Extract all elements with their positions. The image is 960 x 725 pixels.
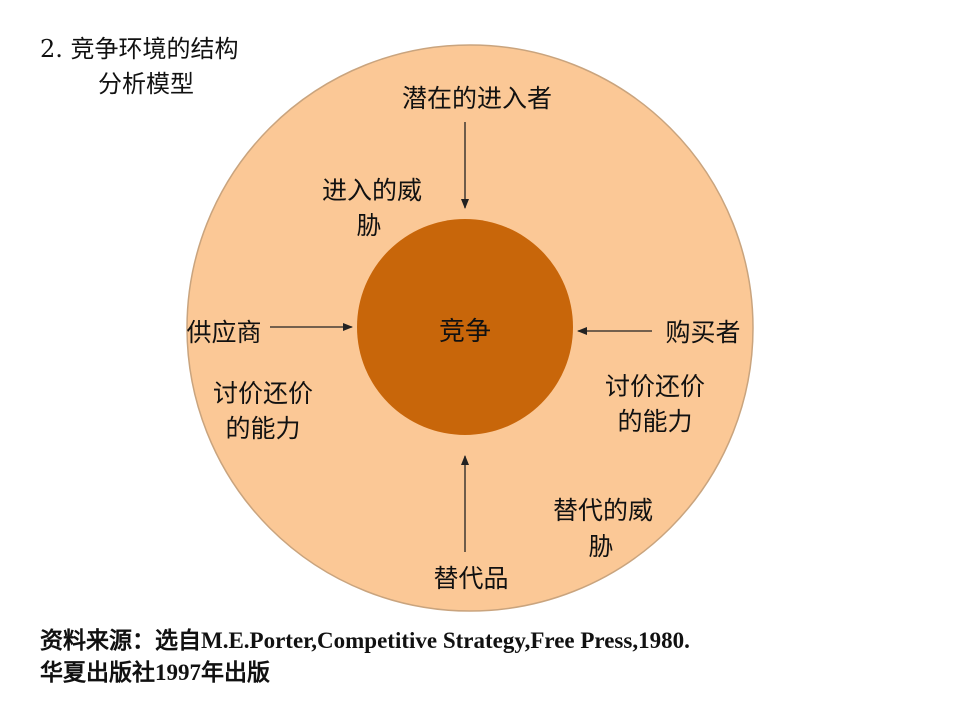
competition-circle <box>357 219 573 435</box>
competition-label: 竞争 <box>439 317 491 347</box>
substitute-threat-line1: 替代的威 <box>553 496 653 525</box>
substitute-threat-line2: 胁 <box>588 532 613 561</box>
potential-entrants-label: 潜在的进入者 <box>402 84 552 113</box>
buyers-label: 购买者 <box>665 318 740 347</box>
diagram-title-line1: 2. 竞争环境的结构 <box>40 35 239 63</box>
buyer-power-line1: 讨价还价 <box>605 372 705 401</box>
entry-threat-line2: 胁 <box>356 211 381 240</box>
substitutes-label: 替代品 <box>433 564 508 593</box>
source-note-line2: 华夏出版社1997年出版 <box>40 659 270 685</box>
source-note-line1: 资料来源：选自M.E.Porter,Competitive Strategy,F… <box>40 627 690 653</box>
supplier-power-line2: 的能力 <box>225 414 300 443</box>
suppliers-label: 供应商 <box>186 318 261 347</box>
buyer-power-line2: 的能力 <box>617 407 692 436</box>
supplier-power-line1: 讨价还价 <box>213 379 313 408</box>
entry-threat-line1: 进入的威 <box>322 176 422 205</box>
diagram-title-line2: 分析模型 <box>98 70 194 98</box>
